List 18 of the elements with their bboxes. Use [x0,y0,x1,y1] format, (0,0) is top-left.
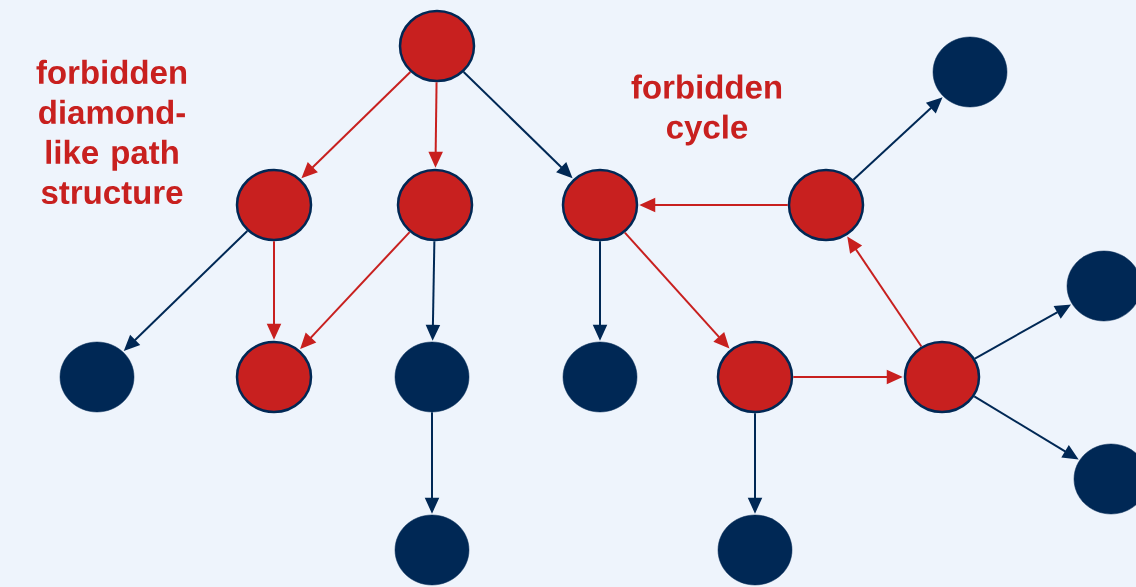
node-circle [1066,250,1136,322]
node-circle [716,340,794,414]
node-circle [562,341,638,413]
node-circle [932,36,1008,108]
annotation-text: forbidden cycle [631,74,782,146]
node-circle [903,340,981,414]
node-circle [787,168,865,242]
node-circle [1073,443,1136,515]
node-circle [235,168,313,242]
node-circle [59,341,135,413]
node-circle [394,341,470,413]
node-circle [398,9,476,83]
node-circle [396,168,474,242]
node-circle [717,514,793,586]
node-circle [394,514,470,586]
node-circle [561,168,639,242]
annotation-text: forbidden diamond-like path structure [36,59,187,205]
node-circle [235,340,313,414]
